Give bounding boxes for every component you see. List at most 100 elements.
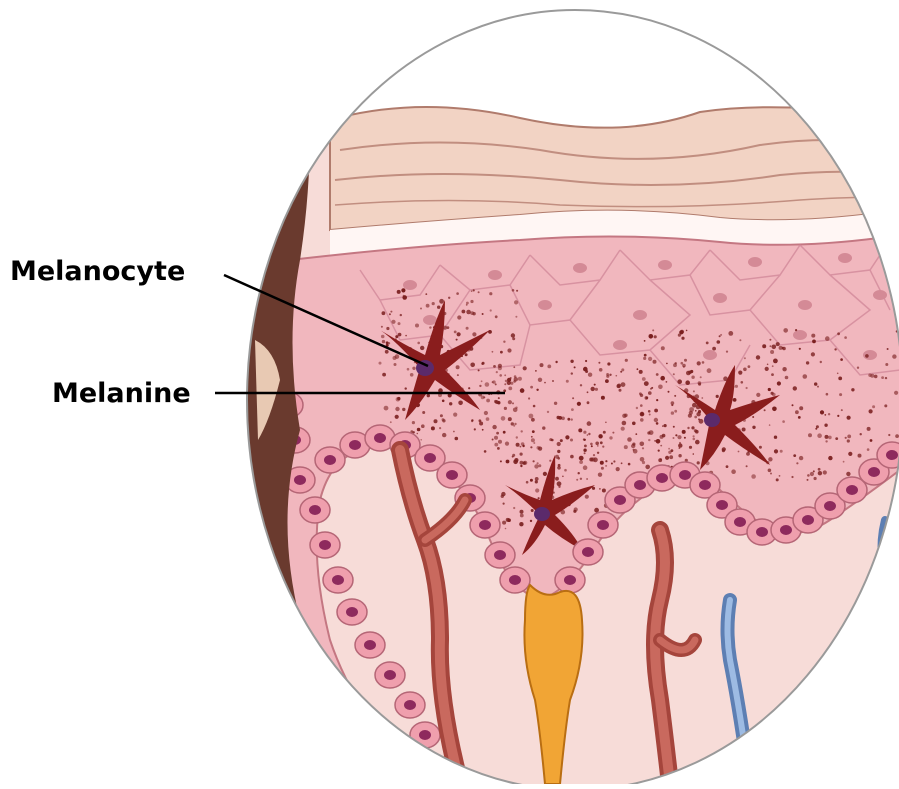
melanin-granule [598, 473, 602, 477]
melanin-granule [580, 478, 582, 480]
melanin-granule [746, 387, 748, 389]
melanin-granule [470, 363, 475, 368]
melanin-granule [692, 403, 697, 408]
melanin-granule [653, 360, 657, 364]
melanin-granule [851, 388, 854, 391]
melanin-granule [769, 339, 771, 341]
melanin-granule [523, 461, 527, 465]
melanin-granule [505, 442, 509, 446]
basal-cell [395, 692, 425, 718]
melanin-granule [686, 330, 688, 332]
melanin-granule [407, 368, 410, 371]
melanin-granule [457, 315, 461, 319]
melanin-granule [547, 365, 551, 369]
melanin-granule [642, 447, 644, 449]
melanin-granule [752, 416, 754, 418]
melanin-granule [412, 367, 415, 370]
basal-cell [485, 542, 515, 568]
melanin-granule [417, 342, 420, 345]
basal-cell [437, 462, 467, 488]
melanin-granule [498, 366, 502, 370]
melanin-granule [841, 409, 843, 411]
melanin-granule [587, 391, 589, 393]
melanin-granule [678, 443, 682, 447]
melanin-granule [535, 480, 538, 483]
melanin-granule [867, 448, 870, 451]
melanin-granule [580, 384, 582, 386]
melanin-granule [437, 306, 440, 309]
melanin-granule [457, 374, 459, 376]
melanin-granule [485, 382, 490, 387]
melanin-granule [645, 465, 650, 470]
melanin-granule [673, 437, 675, 439]
melanin-granule [641, 413, 644, 416]
melanin-granule [812, 340, 816, 344]
melanin-granule [826, 393, 829, 396]
melanin-granule [597, 445, 599, 447]
melanin-granule [558, 416, 562, 420]
melanin-granule [675, 434, 677, 436]
melanin-granule [782, 420, 785, 423]
melanin-granule [796, 462, 798, 464]
melanin-granule [515, 407, 517, 409]
melanin-granule [466, 302, 469, 305]
melanin-granule [609, 436, 612, 439]
background-top [240, 0, 899, 130]
melanin-granule [557, 457, 560, 460]
melanin-granule [583, 431, 586, 434]
basal-cell [315, 447, 345, 473]
melanin-granule [689, 446, 692, 449]
melanin-granule [660, 435, 664, 439]
melanin-granule [848, 452, 852, 456]
melanin-granule [453, 413, 457, 417]
melanin-granule [808, 433, 812, 437]
melanin-granule [811, 352, 815, 356]
melanin-granule [666, 381, 668, 383]
melanin-granule [701, 397, 703, 399]
melanin-granule [535, 370, 537, 372]
melanin-granule [381, 326, 383, 328]
melanin-granule [622, 421, 627, 426]
melanin-granule [607, 362, 610, 365]
melanin-granule [530, 479, 533, 482]
melanin-granule [499, 374, 502, 377]
melanin-granule [806, 361, 809, 364]
melanin-granule [682, 364, 686, 368]
melanin-granule [466, 327, 469, 330]
melanin-granule [593, 454, 595, 456]
melanin-granule [726, 465, 729, 468]
melanin-granule [658, 458, 662, 462]
melanin-granule [531, 418, 535, 422]
melanin-granule [474, 428, 476, 430]
melanin-granule [677, 435, 681, 439]
melanin-granule [791, 476, 793, 478]
melanin-granule [696, 412, 700, 416]
melanin-granule [660, 445, 662, 447]
melanin-granule [386, 327, 389, 330]
melanin-granule [731, 469, 736, 474]
melanin-granule [780, 450, 783, 453]
melanin-granule [495, 400, 499, 404]
melanin-granule [520, 446, 522, 448]
melanin-granule [621, 462, 623, 464]
melanin-granule [440, 414, 443, 417]
melanin-granule [748, 365, 751, 368]
melanin-granule [695, 410, 697, 412]
melanin-granule [675, 362, 677, 364]
melanin-granule [660, 376, 665, 381]
melanin-granule [803, 374, 808, 379]
melanin-granule [858, 454, 862, 458]
melanin-granule [872, 405, 875, 408]
melanin-granule [735, 385, 738, 388]
melanin-granule [449, 402, 452, 405]
melanin-granule [642, 377, 646, 381]
melanin-granule [397, 397, 400, 400]
melanin-granule [599, 488, 601, 490]
melanin-granule [624, 445, 628, 449]
melanin-granule [502, 521, 506, 525]
melanin-granule [782, 367, 786, 371]
melanin-granule [636, 407, 638, 409]
melanin-granule [600, 461, 604, 465]
melanin-granule [420, 346, 424, 350]
melanin-granule [586, 478, 588, 480]
